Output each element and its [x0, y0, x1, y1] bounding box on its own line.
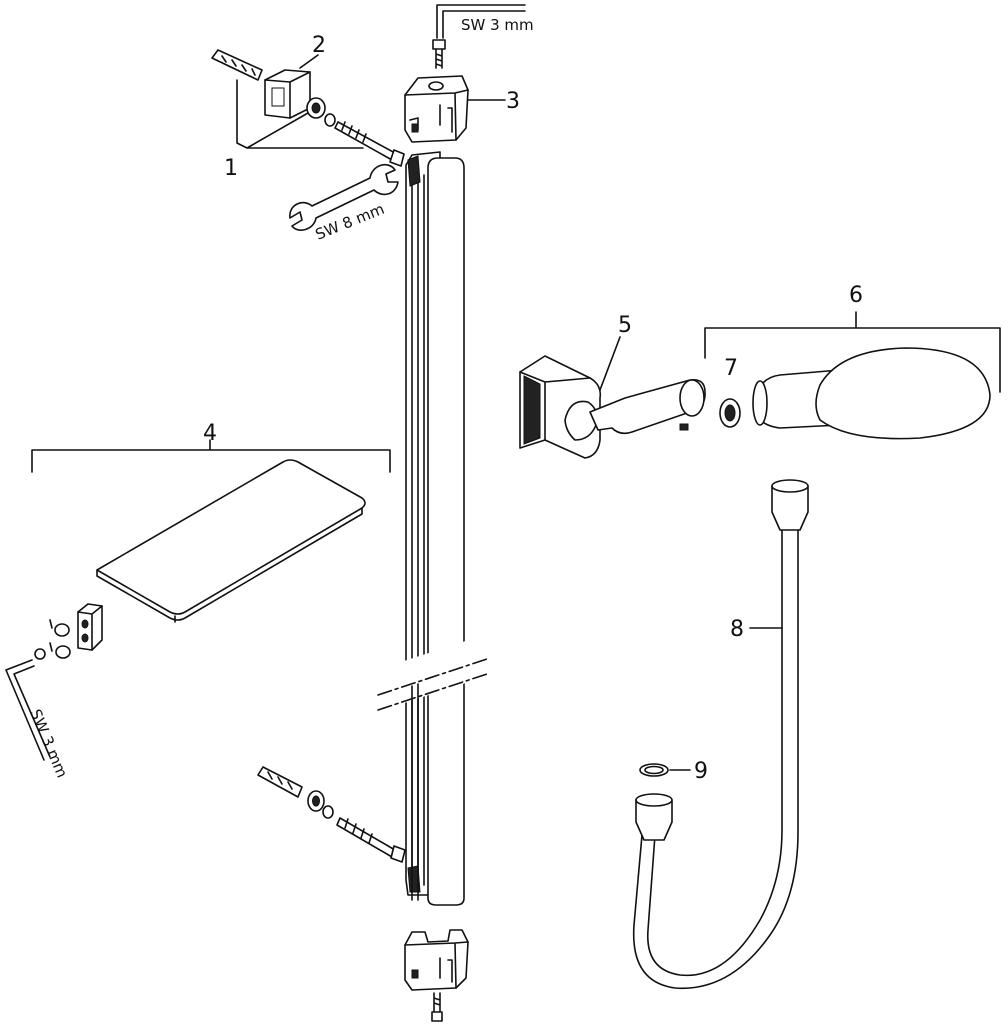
washer-top: [306, 97, 336, 127]
bottom-screw: [431, 992, 443, 1022]
label-part-4: 4: [203, 421, 217, 446]
hex-key-left-label: SW 3 mm: [26, 707, 71, 781]
top-screw: [432, 39, 446, 69]
label-part-5: 5: [618, 313, 632, 338]
label-part-7: 7: [724, 356, 738, 381]
label-part-8: 8: [730, 617, 744, 642]
label-part-3: 3: [506, 89, 520, 114]
wall-plug-top: [211, 49, 263, 81]
shelf: 4: [31, 421, 391, 623]
shower-rail: [376, 151, 494, 906]
wrench-tool: SW 8 mm: [289, 163, 399, 244]
bottom-end-cap: [404, 929, 469, 991]
wall-plug-bottom: [257, 766, 303, 798]
hose-seal: 9: [639, 759, 708, 784]
top-end-cap: 3: [404, 75, 520, 143]
screw-top: [334, 121, 405, 167]
label-part-2: 2: [312, 33, 326, 58]
hand-shower-holder: 5: [519, 313, 706, 459]
flow-limiter: 7: [719, 356, 741, 428]
hex-key-top: SW 3 mm: [436, 4, 534, 39]
label-part-6: 6: [849, 283, 863, 308]
part-1-leader: 1: [224, 79, 364, 181]
shower-hose: 8: [632, 479, 809, 990]
label-part-1: 1: [224, 156, 238, 181]
washer-bottom: [307, 790, 334, 819]
label-part-9: 9: [694, 759, 708, 784]
hex-key-left: SW 3 mm: [5, 659, 71, 781]
hex-key-top-label: SW 3 mm: [461, 16, 534, 34]
hand-shower: 6: [704, 283, 1001, 440]
screw-bottom: [336, 817, 406, 863]
shelf-bracket: [77, 603, 103, 651]
shelf-fittings: [34, 619, 71, 660]
